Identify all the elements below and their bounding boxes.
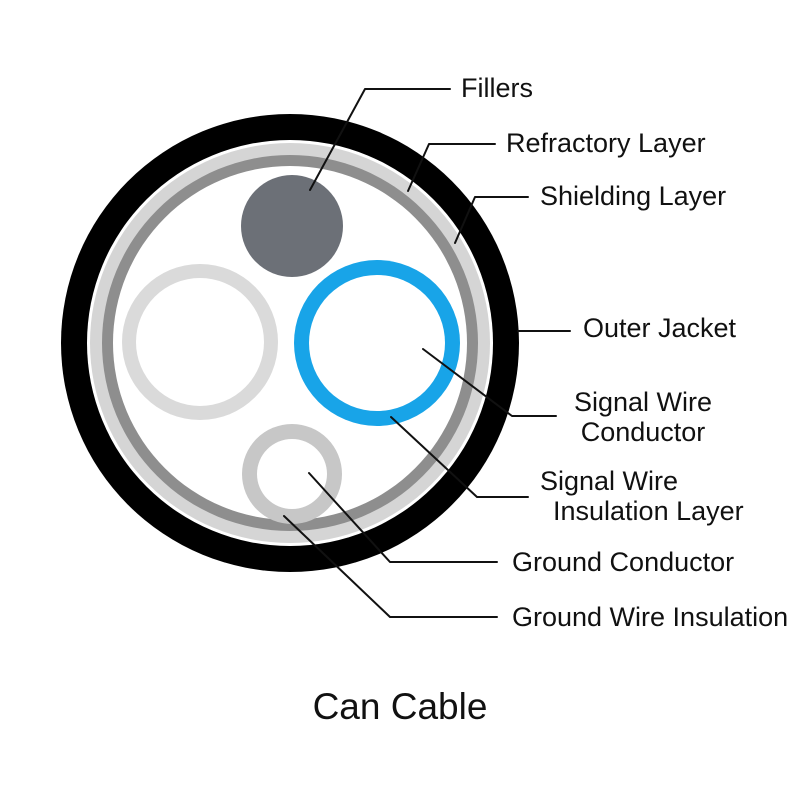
signal-insulation-leader-line [390,416,529,498]
ground-wire-conductor [257,439,327,509]
fillers-leader-line [309,88,451,191]
filler-circle [241,175,343,277]
outer-jacket-label: Outer Jacket [583,313,737,343]
cable-interior [113,166,467,520]
refractory-leader-line [407,143,496,192]
fillers-label: Fillers [461,73,533,103]
signal-wire-conductor-label-line2: Conductor [580,417,706,447]
signal-wire-conductor-label-line1: Signal Wire [573,387,713,417]
signal-wire-insulation-label-line1: Signal Wire [540,466,679,496]
leader-lines [283,88,571,618]
signal-wire-conductor-label: Signal Wire Conductor [565,387,721,447]
signal-wire-insulation-label-line2: Insulation Layer [553,496,744,526]
signal-wire-conductor [309,275,445,411]
signal-conductor-leader-line [422,348,557,417]
ground-conductor-label: Ground Conductor [512,547,735,577]
ground-insulation-leader-line [283,515,498,618]
shielding-leader-line [454,196,529,244]
ground-wire-insulation-label: Ground Wire Insulation [512,602,789,632]
left-wire-conductor [136,278,264,406]
shielding-layer-label: Shielding Layer [540,181,727,211]
ground-conductor-leader-line [308,472,498,563]
diagram-title: Can Cable [312,686,488,727]
refractory-layer-label: Refractory Layer [506,128,706,158]
signal-wire-insulation-label: Signal Wire Insulation Layer [540,466,744,526]
